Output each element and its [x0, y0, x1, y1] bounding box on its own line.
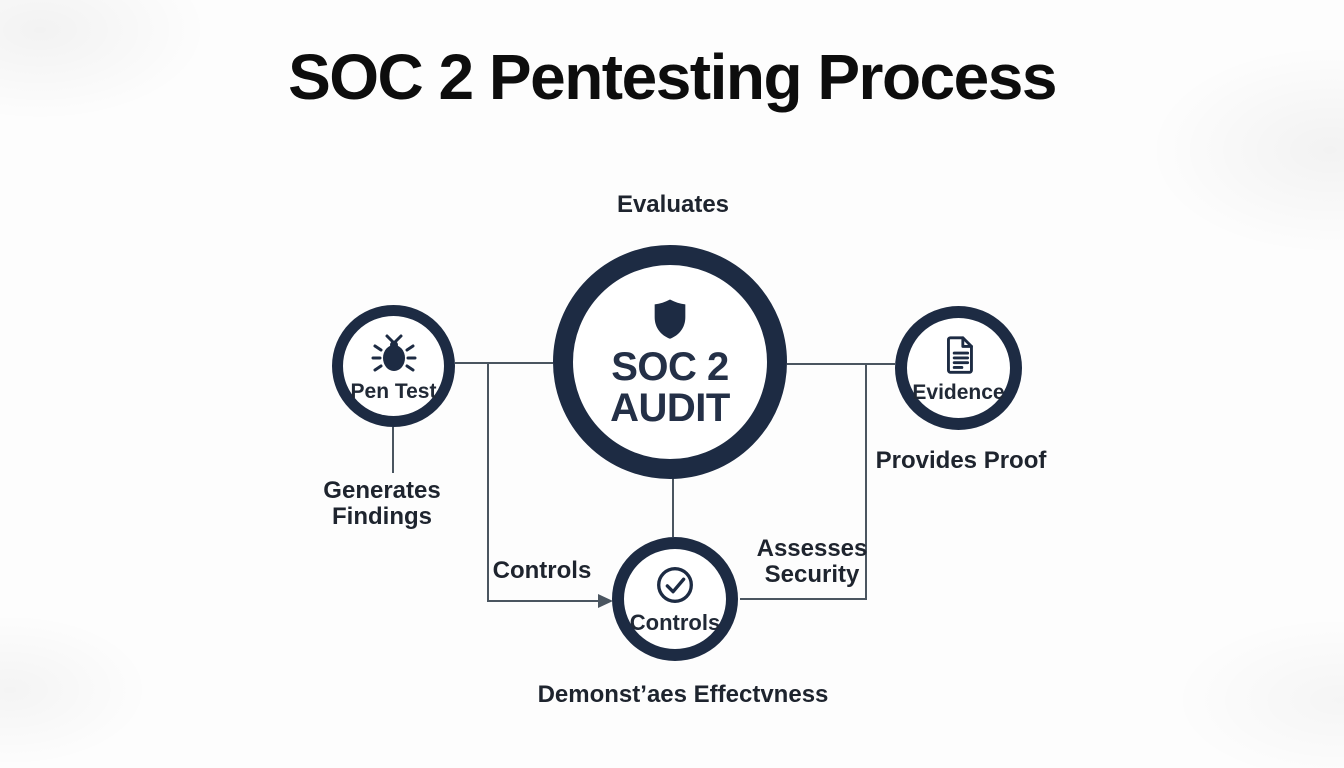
label-demonstrates-effectiveness: Demonst’aes Effectvness	[537, 681, 829, 708]
left-node-label: Pen Test	[350, 380, 437, 403]
bottom-node-label: Controls	[629, 610, 721, 635]
shield-icon	[647, 295, 693, 343]
node-soc2-audit: SOC 2 AUDIT	[553, 245, 787, 479]
node-evidence: Evidence	[895, 306, 1022, 430]
bug-icon	[370, 328, 418, 378]
connector-pentest-to-audit	[455, 362, 553, 364]
label-generates-findings: Generates Findings	[323, 477, 441, 530]
right-node-label: Evidence	[912, 381, 1005, 404]
edge-label-assesses-security: Assesses Security	[756, 535, 868, 588]
edge-label-controls: Controls	[492, 557, 592, 584]
node-controls: Controls	[612, 537, 738, 661]
connector-controls-to-right	[740, 598, 867, 600]
center-node-line2: AUDIT	[610, 386, 730, 430]
label-evaluates: Evaluates	[616, 191, 730, 218]
connector-left-bottom-horizontal	[487, 600, 599, 602]
connector-right-vertical	[865, 363, 867, 599]
connector-audit-to-controls	[672, 477, 674, 537]
label-provides-proof: Provides Proof	[875, 447, 1047, 474]
center-node-line1: SOC 2	[611, 344, 729, 389]
document-icon	[936, 331, 982, 379]
arrowhead-into-controls	[598, 594, 613, 608]
page-title: SOC 2 Pentesting Process	[288, 41, 1057, 113]
connector-audit-to-evidence	[787, 363, 895, 365]
node-pen-test: Pen Test	[332, 305, 455, 427]
connector-pentest-to-caption	[392, 427, 394, 473]
check-circle-icon	[652, 562, 698, 608]
connector-left-vertical	[487, 362, 489, 602]
